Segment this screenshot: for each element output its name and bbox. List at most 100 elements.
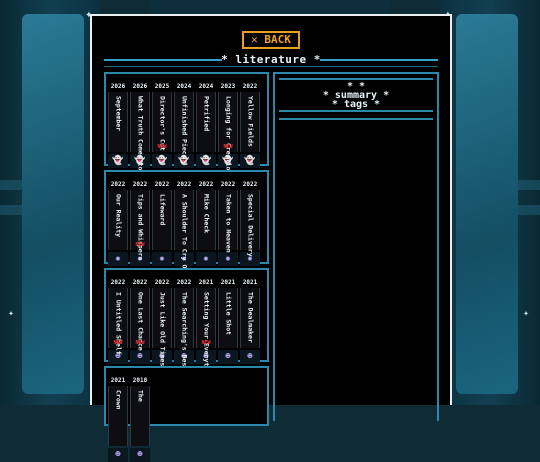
star-icon: ✹ bbox=[174, 252, 194, 266]
book-title: Just Like Old Times bbox=[158, 292, 167, 367]
book-spine[interactable]: Petrified bbox=[196, 92, 216, 152]
book-title: I Untitled Shelf bbox=[114, 292, 123, 355]
book-spine[interactable]: The bbox=[130, 386, 150, 446]
book-year: 2022 bbox=[132, 279, 148, 286]
book-year: 2023 bbox=[220, 83, 236, 90]
summary-rule bbox=[279, 110, 433, 112]
book-spine[interactable]: What Truth Comes to Light bbox=[130, 92, 150, 194]
book-title: The Searching's Best bbox=[180, 292, 189, 371]
book-year: 2024 bbox=[176, 83, 192, 90]
ghost-icon: 👻 bbox=[174, 154, 194, 168]
face-icon: ☻ bbox=[130, 350, 150, 364]
star-icon: ✹ bbox=[218, 252, 238, 266]
ghost-icon: 👻 bbox=[152, 154, 172, 168]
book-year: 2026 bbox=[132, 83, 148, 90]
sparkle-icon: ✦ bbox=[8, 308, 15, 319]
book-spine[interactable]: Taken to Heaven bbox=[218, 190, 238, 253]
book-spine[interactable]: The Searching's Best bbox=[174, 288, 194, 370]
book-title: Taken to Heaven bbox=[224, 194, 233, 253]
book-spine[interactable]: Unfinished Piece bbox=[174, 92, 194, 159]
book-spine[interactable]: Our Reality bbox=[108, 190, 128, 250]
ghost-icon: 👻 bbox=[130, 154, 150, 168]
book-title: One Last Chance bbox=[136, 292, 145, 351]
book-year: 2026 bbox=[110, 83, 126, 90]
book-year: 2018 bbox=[132, 377, 148, 384]
ghost-icon: 👻 bbox=[240, 154, 260, 168]
summary-title-line: * tags * bbox=[331, 99, 381, 110]
book-spine[interactable]: The Dealmaker bbox=[240, 288, 260, 348]
book-title: Longing for Creation bbox=[224, 96, 233, 175]
brick bbox=[518, 205, 540, 215]
new-badge: NEW bbox=[157, 144, 167, 150]
book-spine[interactable]: Mike Check bbox=[196, 190, 216, 250]
book-spine[interactable]: Crown bbox=[108, 386, 128, 446]
book-title: Yellow Fields bbox=[246, 96, 255, 147]
book-year: 2022 bbox=[110, 181, 126, 188]
book-spine[interactable]: A Shoulder To Cry On bbox=[174, 190, 194, 272]
face-icon: ☻ bbox=[174, 350, 194, 364]
book-year: 2025 bbox=[154, 83, 170, 90]
book-year: 2022 bbox=[154, 279, 170, 286]
title-rule-right bbox=[320, 59, 438, 61]
ghost-icon: 👻 bbox=[108, 154, 128, 168]
summary-panel: * * * summary * * tags * bbox=[273, 72, 439, 421]
sparkle-icon: ✦ bbox=[523, 308, 530, 319]
star-icon: ✹ bbox=[240, 252, 260, 266]
face-icon: ☻ bbox=[196, 350, 216, 364]
book-year: 2022 bbox=[198, 181, 214, 188]
book-spine[interactable]: Special Delivery bbox=[240, 190, 260, 257]
book-year: 2021 bbox=[198, 279, 214, 286]
ghost-icon: 👻 bbox=[196, 154, 216, 168]
book-title: Crown bbox=[114, 390, 123, 410]
book-year: 2022 bbox=[176, 279, 192, 286]
book-title: What Truth Comes to Light bbox=[136, 96, 145, 194]
background-pillar-left bbox=[22, 14, 84, 394]
book-spine[interactable]: Little Shot bbox=[218, 288, 238, 348]
summary-rule bbox=[279, 78, 433, 80]
book-title: Tips and Whispers bbox=[136, 194, 145, 261]
book-spine[interactable]: September bbox=[108, 92, 128, 152]
sparkle-icon: ✦ bbox=[85, 7, 93, 22]
book-spine[interactable]: Yellow Fields bbox=[240, 92, 260, 152]
new-badge: NEW bbox=[223, 144, 233, 150]
book-title: A Shoulder To Cry On bbox=[180, 194, 189, 273]
page-title: * literature * bbox=[221, 53, 321, 66]
book-title: Special Delivery bbox=[246, 194, 255, 257]
book-spine[interactable]: Just Like Old Times bbox=[152, 288, 172, 366]
book-spine[interactable]: Lifeward bbox=[152, 190, 172, 250]
back-button[interactable]: ✕ BACK bbox=[242, 31, 300, 49]
